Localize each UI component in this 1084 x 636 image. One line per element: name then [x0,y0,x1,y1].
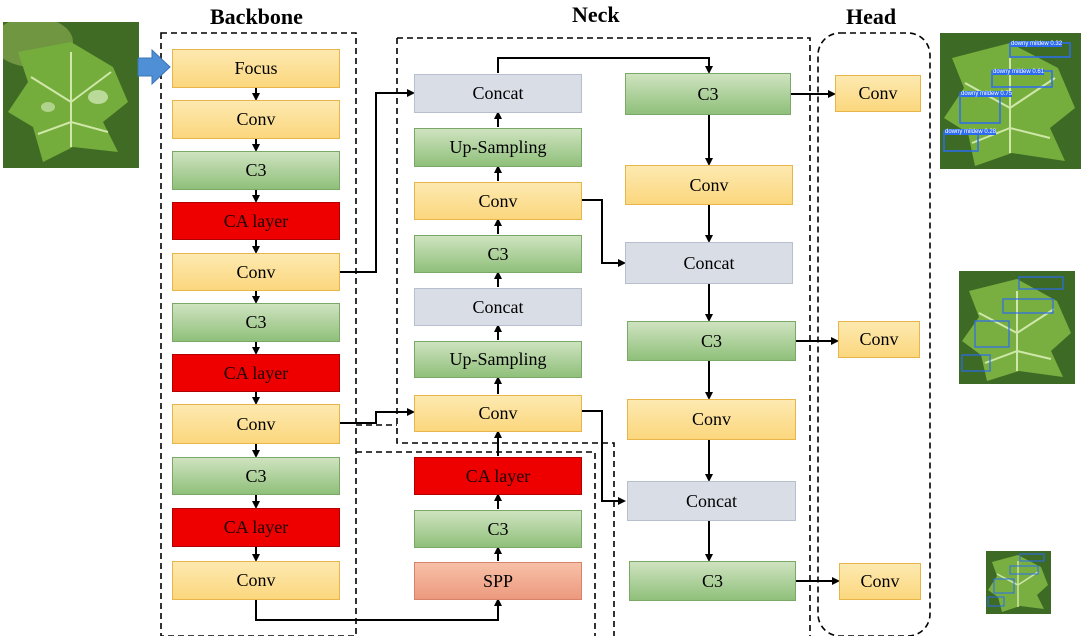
head-conv-block: Conv [839,563,921,600]
backbone-c3-block: C3 [172,457,340,495]
neck-title: Neck [572,2,620,27]
input-leaf-image [3,22,139,168]
output-leaf-image-large: downy mildew 0.32 downy mildew 0.61 down… [940,33,1081,169]
backbone-conv-block: Conv [172,561,340,600]
backbone-conv-block: Conv [172,404,340,444]
backbone-focus-block: Focus [172,49,340,88]
neck-c3-block: C3 [629,561,796,601]
head-title: Head [846,4,897,29]
detection-label: downy mildew 0.75 [961,91,1013,97]
neck-upsampling-block: Up-Sampling [414,128,582,167]
neck-concat-block: Concat [627,481,796,521]
neck-c3-block: C3 [414,510,582,548]
detection-label: downy mildew 0.61 [993,69,1045,75]
neck-spp-block: SPP [414,562,582,600]
neck-concat-block: Concat [414,288,582,326]
head-region [817,32,931,636]
backbone-ca-layer-block: CA layer [172,354,340,392]
backbone-conv-block: Conv [172,253,340,291]
neck-concat-block: Concat [625,242,793,284]
neck-ca-layer-block: CA layer [414,457,582,495]
backbone-ca-layer-block: CA layer [172,508,340,547]
backbone-ca-layer-block: CA layer [172,202,340,240]
neck-conv-block: Conv [627,399,796,440]
output-leaf-image-medium [959,271,1075,384]
backbone-c3-block: C3 [172,303,340,342]
neck-c3-block: C3 [627,321,796,361]
neck-conv-block: Conv [414,182,582,220]
neck-concat-block: Concat [414,74,582,113]
neck-conv-block: Conv [625,165,793,205]
neck-c3-block: C3 [625,73,791,115]
neck-region [356,37,811,636]
backbone-title: Backbone [210,4,303,29]
head-conv-block: Conv [835,75,921,112]
neck-c3-block: C3 [414,235,582,273]
detection-label: downy mildew 0.28 [945,129,997,135]
neck-upsampling-block: Up-Sampling [414,341,582,378]
detection-label: downy mildew 0.32 [1011,41,1063,47]
backbone-conv-block: Conv [172,100,340,139]
backbone-region [160,32,357,636]
neck-conv-block: Conv [414,395,582,432]
input-arrow-icon [137,48,171,86]
backbone-c3-block: C3 [172,151,340,190]
head-conv-block: Conv [838,321,920,358]
output-leaf-image-small [986,551,1051,614]
